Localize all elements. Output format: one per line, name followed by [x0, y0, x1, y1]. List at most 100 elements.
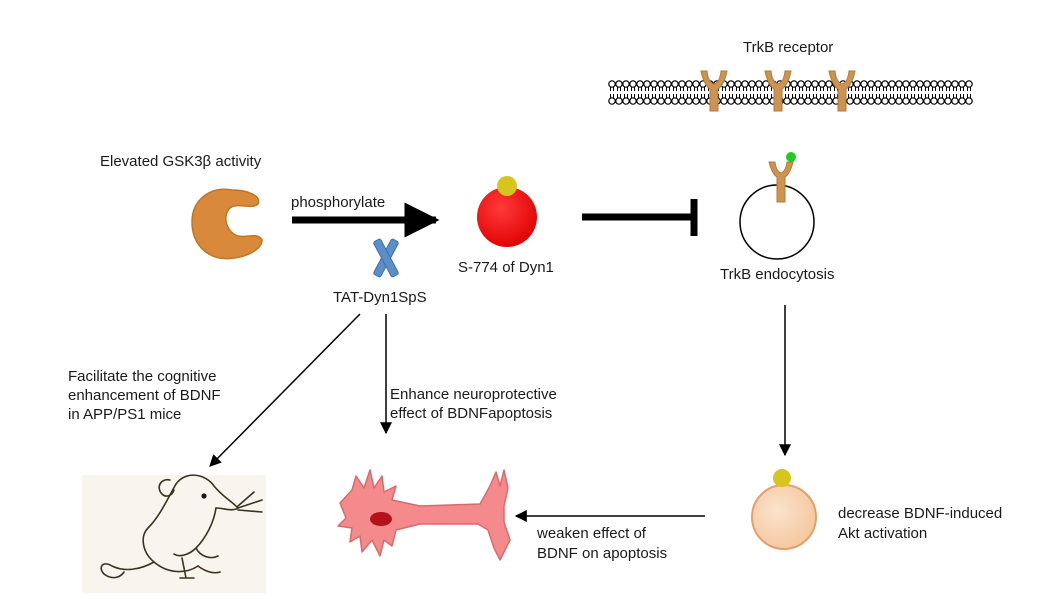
lipid-tail	[792, 87, 796, 91]
lipid-tail	[631, 87, 635, 91]
lipid-tail	[687, 94, 691, 98]
lipid-tail	[750, 87, 754, 91]
gsk3b-label: Elevated GSK3β activity	[100, 153, 262, 170]
lipid-tail	[659, 87, 663, 91]
lipid-tail	[694, 87, 698, 91]
lipid-head	[783, 97, 791, 105]
lipid-head	[678, 80, 686, 88]
lipid-tail	[750, 94, 754, 98]
lipid-tail	[785, 87, 789, 91]
trkb-endocytosis-label: TrkB endocytosis	[720, 266, 835, 283]
lipid-tail	[673, 94, 677, 98]
lipid-head	[797, 80, 805, 88]
lipid-tail	[617, 94, 621, 98]
lipid-tail	[904, 94, 908, 98]
lipid-tail	[729, 87, 733, 91]
lipid-tail	[883, 94, 887, 98]
lipid-tail	[925, 94, 929, 98]
lipid-head	[909, 80, 917, 88]
lipid-head	[804, 97, 812, 105]
lipid-tail	[666, 87, 670, 91]
lipid-head	[615, 97, 623, 105]
lipid-tail	[624, 87, 628, 91]
lipid-head	[671, 97, 679, 105]
lipid-head	[650, 80, 658, 88]
lipid-tail	[610, 87, 614, 91]
lipid-head	[741, 80, 749, 88]
lipid-tail	[757, 94, 761, 98]
lipid-tail	[806, 94, 810, 98]
lipid-tail	[764, 87, 768, 91]
lipid-head	[790, 97, 798, 105]
inhibition-bar	[582, 199, 698, 236]
lipid-tail	[666, 94, 670, 98]
lipid-tail	[722, 87, 726, 91]
lipid-head	[671, 80, 679, 88]
lipid-head	[888, 80, 896, 88]
trkb-receptor-label: TrkB receptor	[743, 39, 834, 56]
lipid-head	[664, 97, 672, 105]
neuron-icon	[337, 469, 511, 561]
neuroprotective-line: effect of BDNFapoptosis	[390, 405, 553, 422]
lipid-tail	[764, 94, 768, 98]
lipid-head	[699, 97, 707, 105]
lipid-head	[643, 80, 651, 88]
lipid-tail	[638, 94, 642, 98]
lipid-tail	[631, 94, 635, 98]
mouse-icon	[82, 474, 266, 593]
lipid-head	[762, 97, 770, 105]
lipid-tail	[722, 94, 726, 98]
lipid-head	[944, 80, 952, 88]
lipid-tail	[862, 87, 866, 91]
lipid-head	[811, 97, 819, 105]
trkb-receptor-icon	[700, 70, 856, 112]
lipid-head	[902, 97, 910, 105]
lipid-head	[643, 97, 651, 105]
lipid-tail	[967, 87, 971, 91]
lipid-head	[692, 97, 700, 105]
lipid-tail	[792, 94, 796, 98]
lipid-tail	[904, 87, 908, 91]
lipid-head	[657, 97, 665, 105]
lipid-head	[685, 97, 693, 105]
lipid-tail	[897, 87, 901, 91]
lipid-head	[951, 80, 959, 88]
lipid-tail	[701, 87, 705, 91]
lipid-tail	[939, 94, 943, 98]
lipid-tail	[645, 87, 649, 91]
lipid-tail	[659, 94, 663, 98]
lipid-head	[741, 97, 749, 105]
dyn1-icon	[477, 176, 537, 247]
lipid-head	[804, 80, 812, 88]
lipid-tail	[827, 94, 831, 98]
lipid-head	[958, 80, 966, 88]
lipid-tail	[953, 87, 957, 91]
lipid-head	[734, 97, 742, 105]
akt-line: decrease BDNF-induced	[838, 505, 1003, 522]
lipid-tail	[918, 87, 922, 91]
lipid-tail	[736, 87, 740, 91]
lipid-head	[923, 80, 931, 88]
lipid-head	[881, 80, 889, 88]
lipid-tail	[869, 87, 873, 91]
lipid-head	[853, 97, 861, 105]
lipid-tail	[652, 94, 656, 98]
lipid-tail	[890, 87, 894, 91]
lipid-head	[734, 80, 742, 88]
lipid-tail	[939, 87, 943, 91]
lipid-head	[650, 97, 658, 105]
lipid-tail	[925, 87, 929, 91]
lipid-head	[755, 97, 763, 105]
lipid-head	[965, 80, 973, 88]
lipid-tail	[820, 94, 824, 98]
lipid-head	[937, 97, 945, 105]
lipid-head	[657, 80, 665, 88]
lipid-tail	[932, 94, 936, 98]
lipid-head	[664, 80, 672, 88]
lipid-head	[923, 97, 931, 105]
lipid-tail	[869, 94, 873, 98]
lipid-tail	[652, 87, 656, 91]
lipid-tail	[694, 94, 698, 98]
lipid-head	[860, 80, 868, 88]
lipid-head	[895, 97, 903, 105]
